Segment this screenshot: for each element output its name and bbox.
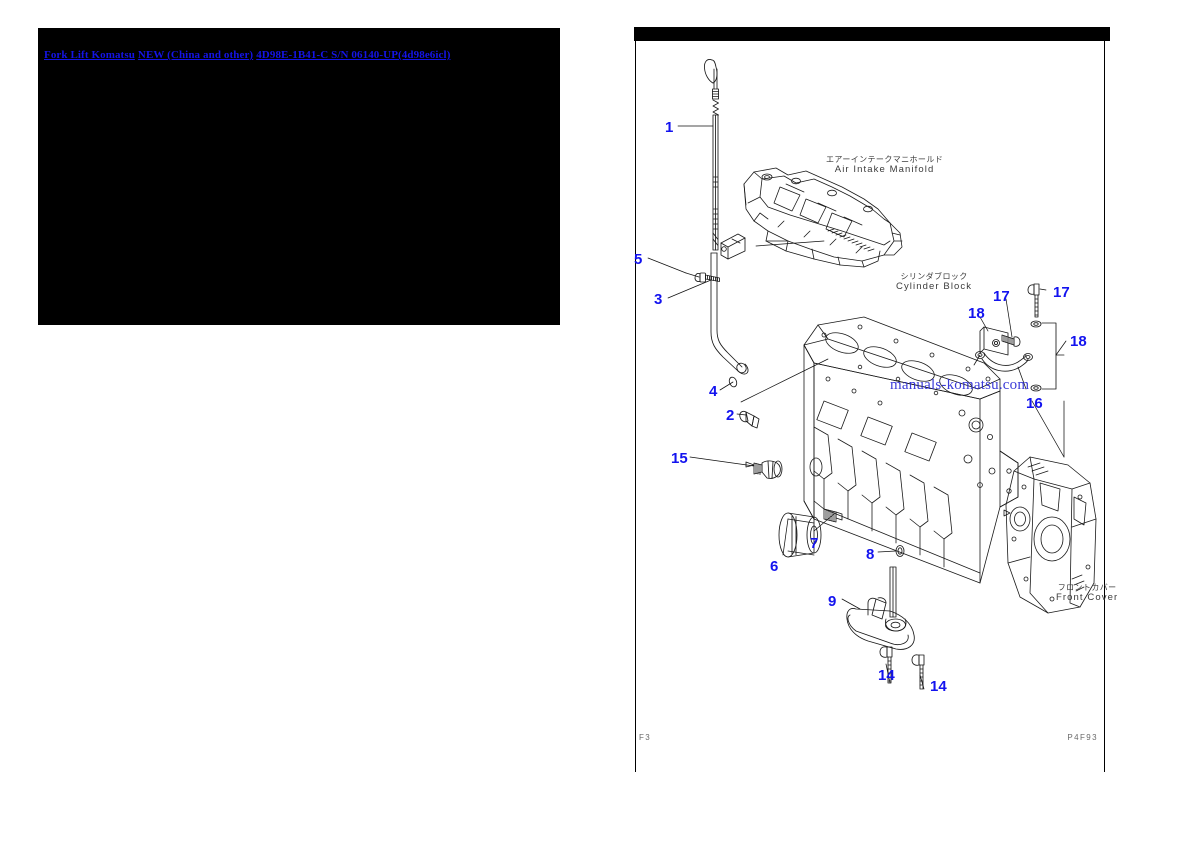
part-label-en: Cylinder Block (896, 281, 973, 292)
part-label-en: Air Intake Manifold (834, 164, 935, 175)
footer-code-left: F3 (639, 733, 652, 742)
callout-number-2: 2 (726, 407, 735, 424)
callout-number-14: 14 (930, 678, 947, 695)
callout-number-8: 8 (866, 546, 875, 563)
part-label-en: Front Cover (1056, 592, 1119, 603)
callout-number-14: 14 (878, 667, 895, 684)
footer-code-right: P4F93 (1067, 733, 1098, 742)
breadcrumb-item-1[interactable]: NEW (China and other) (137, 49, 254, 61)
callout-number-18: 18 (1070, 333, 1087, 350)
callout-number-15: 15 (671, 450, 688, 467)
breadcrumb-item-2[interactable]: 4D98E-1B41-C S/N 06140-UP(4d98e6icl) (256, 49, 451, 61)
breadcrumb[interactable]: Fork Lift Komatsu NEW (China and other) … (44, 49, 450, 61)
breadcrumb-item-0[interactable]: Fork Lift Komatsu (44, 49, 135, 61)
engine-parts-exploded-diagram (647, 59, 1097, 690)
diagram-header-bar (634, 27, 1110, 41)
callout-number-17: 17 (993, 288, 1010, 305)
callout-number-5: 5 (634, 251, 643, 268)
callout-number-1: 1 (665, 119, 674, 136)
callout-number-4: 4 (709, 383, 718, 400)
callout-number-3: 3 (654, 291, 663, 308)
callout-number-7: 7 (810, 535, 819, 552)
callout-number-17: 17 (1053, 284, 1070, 301)
callout-number-9: 9 (828, 593, 837, 610)
part-label-jp: シリンダブロック (900, 272, 968, 281)
part-label-jp: フロントカバー (1057, 583, 1117, 592)
callout-number-16: 16 (1026, 395, 1043, 412)
watermark: manuals-komatsu.com (890, 377, 1030, 393)
diagram-frame-border (635, 41, 1105, 772)
part-label-jp: エアーインテークマニホールド (826, 155, 944, 164)
callout-number-6: 6 (770, 558, 779, 575)
callout-number-18: 18 (968, 305, 985, 322)
product-image-placeholder: Fork Lift Komatsu NEW (China and other) … (38, 28, 560, 325)
